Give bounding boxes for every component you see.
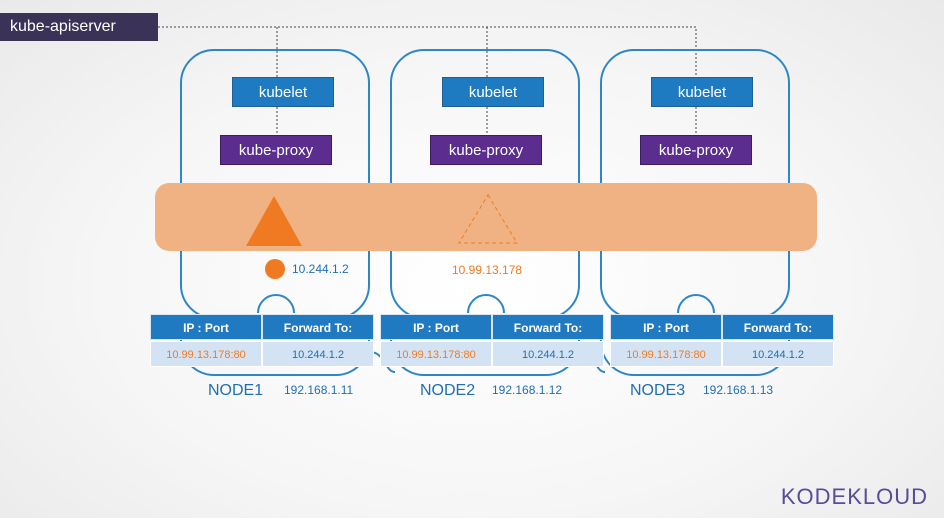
node2-ip: 192.168.1.12 <box>492 383 563 397</box>
pod-ip: 10.244.1.2 <box>292 262 349 276</box>
node1-table-ip-port: 10.99.13.178:80 <box>150 341 262 367</box>
service-triangle <box>246 196 302 246</box>
node2-table-header-ip: IP : Port <box>380 314 492 340</box>
node3-table-header-forward: Forward To: <box>722 314 834 340</box>
node3-table-ip-port: 10.99.13.178:80 <box>610 341 722 367</box>
node2-table-header-forward: Forward To: <box>492 314 604 340</box>
node1-table-header-forward: Forward To: <box>262 314 374 340</box>
service-ip: 10.99.13.178 <box>452 263 523 277</box>
node2-kube-proxy: kube-proxy <box>430 135 542 165</box>
node3-kube-proxy: kube-proxy <box>640 135 752 165</box>
logo-left-text: KODE <box>780 484 848 509</box>
node2-kubelet: kubelet <box>442 77 544 107</box>
logo-right-text: KLOUD <box>847 484 928 509</box>
node3-kubelet: kubelet <box>651 77 753 107</box>
node1-kube-proxy: kube-proxy <box>220 135 332 165</box>
node1-kubelet: kubelet <box>232 77 334 107</box>
node3-table-header-ip: IP : Port <box>610 314 722 340</box>
node1-ip: 192.168.1.11 <box>284 383 354 397</box>
pod-icon <box>265 259 285 279</box>
service-triangle-outline <box>458 194 518 244</box>
node3-table-forward-to: 10.244.1.2 <box>722 341 834 367</box>
node2-table-ip-port: 10.99.13.178:80 <box>380 341 492 367</box>
node3-ip: 192.168.1.13 <box>703 383 774 397</box>
kodekloud-logo: KODEKLOUD <box>781 484 928 510</box>
node1-table-forward-to: 10.244.1.2 <box>262 341 374 367</box>
node3-name: NODE3 <box>630 382 686 399</box>
node2-table-forward-to: 10.244.1.2 <box>492 341 604 367</box>
node2-name: NODE2 <box>420 382 476 399</box>
node1-name: NODE1 <box>208 382 264 399</box>
node1-table-header-ip: IP : Port <box>150 314 262 340</box>
kube-apiserver-box: kube-apiserver <box>0 13 158 41</box>
